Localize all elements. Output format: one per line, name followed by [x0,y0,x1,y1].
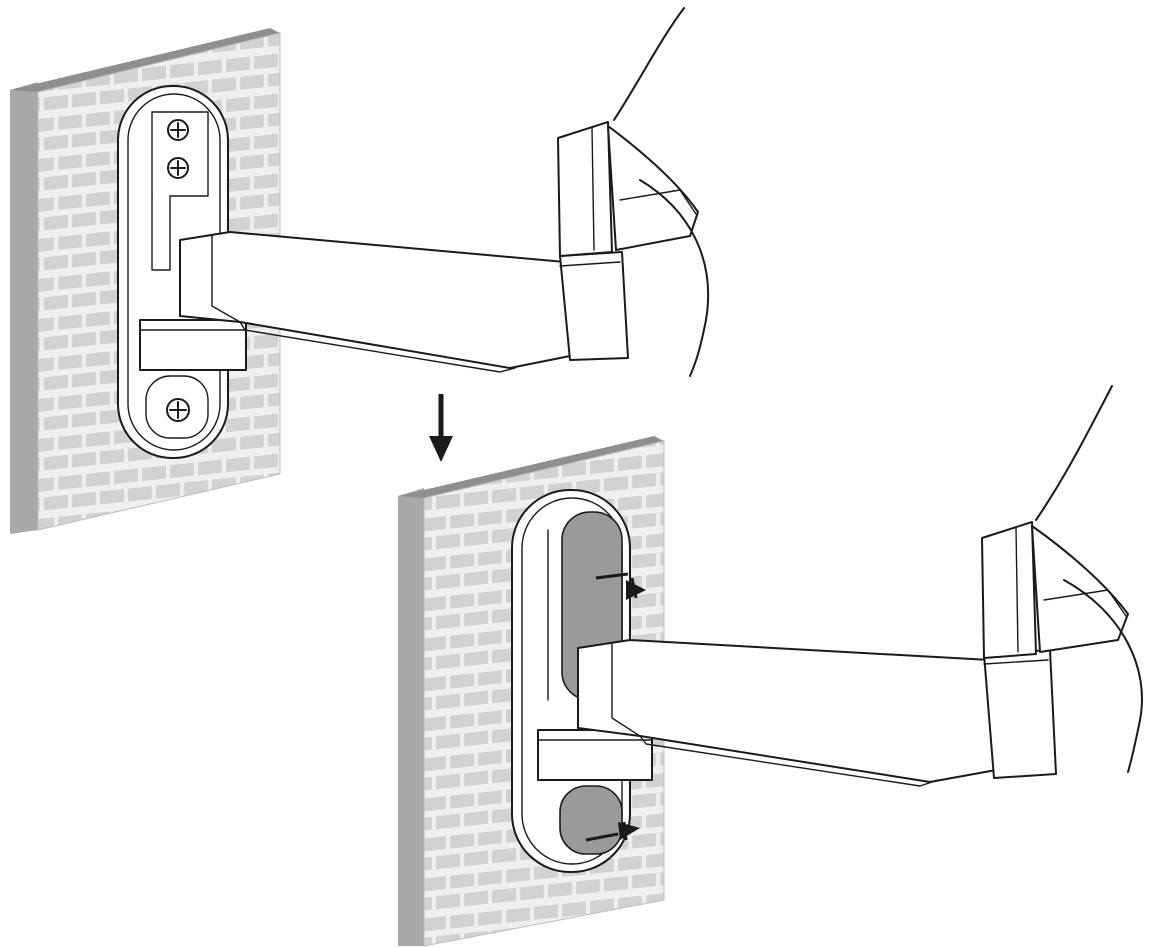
hinge-collar [537,729,653,781]
camera-head [981,385,1143,773]
panel-before [10,7,710,534]
cover-plate-bottom [559,785,623,855]
screw-icon [167,157,189,179]
cover-arrow-icon [585,821,640,842]
down-arrow-icon [429,394,453,462]
screw-icon [167,119,189,141]
mount-arm [179,231,629,373]
panel-after [398,385,1143,947]
screw-icon [166,398,190,422]
mount-arm [577,639,1057,787]
cover-arrow-icon [595,572,646,600]
camera-head [557,7,710,377]
hinge-collar [139,319,247,371]
